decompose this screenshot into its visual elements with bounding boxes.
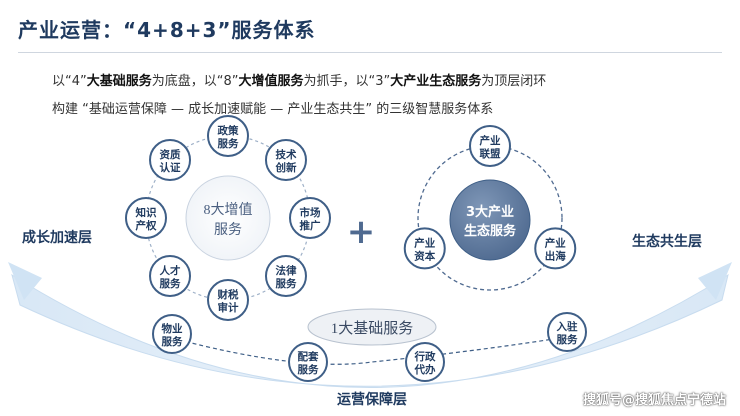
intro-line-1-segment: 以“4” bbox=[52, 74, 87, 89]
value-added-node-label: 创新 bbox=[274, 161, 296, 174]
ecology-node-label: 出海 bbox=[545, 249, 566, 262]
intro-line-1-segment: 为顶层闭环 bbox=[481, 74, 547, 89]
ecology-node-label: 产业 bbox=[414, 236, 435, 249]
value-added-node-label: 产权 bbox=[136, 219, 157, 232]
swoosh-arrow-right bbox=[698, 262, 732, 300]
basic-node-label: 物业 bbox=[162, 322, 183, 335]
basic-center-pill bbox=[307, 308, 437, 346]
intro-line-1-segment: 大基础服务 bbox=[86, 74, 152, 89]
intro-line-1: 以“4”大基础服务为底盘，以“8”大增值服务为抓手，以“3”大产业生态服务为顶层… bbox=[52, 70, 546, 89]
basic-node-label: 配套 bbox=[298, 350, 319, 363]
value-added-node-label: 人才 bbox=[160, 264, 181, 277]
basic-node-label: 服务 bbox=[557, 333, 578, 346]
basic-dashed-path bbox=[171, 337, 561, 365]
basic-node-label: 服务 bbox=[162, 335, 183, 348]
plus-sign: + bbox=[347, 212, 376, 252]
ecology-center-line2: 生态服务 bbox=[464, 223, 517, 239]
value-added-center-line1: 8大增值 bbox=[204, 202, 253, 218]
intro-line-1-segment: 大产业生态服务 bbox=[390, 74, 482, 89]
ecology-node-label: 联盟 bbox=[480, 147, 501, 160]
swoosh-arc bbox=[11, 273, 729, 388]
ecology-center-line1: 3大产业 bbox=[466, 204, 514, 220]
intro-line-1-segment: 为抓手，以“3” bbox=[303, 74, 391, 89]
layer-operation-label: 运营保障层 bbox=[337, 391, 407, 408]
basic-node-label: 入驻 bbox=[557, 320, 578, 333]
value-added-node-label: 推广 bbox=[300, 219, 321, 232]
value-added-node-label: 资质 bbox=[160, 148, 181, 161]
value-added-node-label: 财税 bbox=[217, 288, 239, 301]
ecology-center bbox=[449, 179, 531, 261]
watermark: 搜狐号@搜狐焦点宁德站 bbox=[582, 393, 726, 408]
layer-growth-label: 成长加速层 bbox=[22, 229, 92, 246]
intro-line-1-segment: 大增值服务 bbox=[238, 74, 304, 89]
ecology-node-label: 产业 bbox=[480, 134, 501, 147]
page-title: 产业运营：“4+8+3”服务体系 bbox=[18, 18, 316, 42]
value-added-node-label: 服务 bbox=[275, 277, 296, 290]
title-divider bbox=[18, 52, 722, 53]
basic-node-label: 行政 bbox=[414, 350, 436, 363]
intro-line-2: 构建 “基础运营保障 — 成长加速赋能 — 产业生态共生” 的三级智慧服务体系 bbox=[52, 102, 494, 117]
swoosh-arrow-left bbox=[8, 262, 42, 300]
ecology-node-label: 资本 bbox=[414, 249, 435, 262]
basic-center-label: 1大基础服务 bbox=[331, 320, 414, 337]
value-added-center-line2: 服务 bbox=[214, 222, 242, 238]
value-added-node-label: 审计 bbox=[218, 301, 239, 314]
value-added-node-label: 认证 bbox=[160, 161, 181, 174]
ecology-node-label: 产业 bbox=[545, 236, 566, 249]
value-added-node-label: 服务 bbox=[218, 137, 239, 150]
value-added-node-label: 技术 bbox=[275, 148, 296, 161]
value-added-node-label: 市场 bbox=[300, 206, 321, 219]
basic-node-label: 代办 bbox=[414, 363, 436, 376]
value-added-node-label: 法律 bbox=[275, 264, 296, 277]
intro-line-1-segment: 为底盘，以“8” bbox=[151, 74, 239, 89]
value-added-node-label: 政策 bbox=[218, 124, 239, 137]
layer-ecology-label: 生态共生层 bbox=[632, 233, 702, 250]
value-added-node-label: 服务 bbox=[160, 277, 181, 290]
value-added-center bbox=[185, 175, 271, 261]
basic-node-label: 服务 bbox=[298, 363, 319, 376]
value-added-node-label: 知识 bbox=[136, 206, 157, 219]
